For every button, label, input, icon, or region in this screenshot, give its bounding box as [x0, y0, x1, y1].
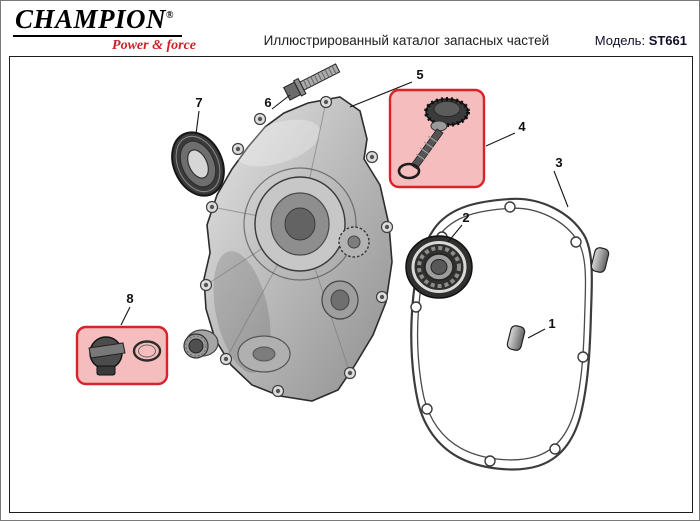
- oil-seal-icon: [171, 131, 225, 197]
- callout-6: 6: [264, 95, 271, 110]
- champion-logo: CHAMPION® Power & force: [13, 6, 218, 55]
- callout-1: 1: [548, 316, 555, 331]
- callout-5: 5: [416, 67, 423, 82]
- oil-fill-boss-icon: [183, 329, 219, 359]
- page-header: CHAMPION® Power & force Иллюстрированный…: [13, 3, 687, 55]
- dowel-pin-icon: [506, 247, 610, 351]
- callout-8: 8: [126, 291, 133, 306]
- sealing-washer-icon: [132, 340, 162, 362]
- callout-4: 4: [518, 119, 526, 134]
- brand-wordmark: CHAMPION®: [13, 4, 183, 37]
- diagram-frame: 1 2 3 4 5 6 7 8: [9, 56, 693, 513]
- brand-name: CHAMPION: [15, 4, 167, 34]
- model-label: Модель: ST661: [595, 33, 687, 55]
- crankcase-cover-icon: [183, 95, 394, 402]
- highlight-box-dipstick: [388, 88, 486, 189]
- brand-slogan: Power & force: [112, 38, 196, 53]
- callout-2: 2: [462, 210, 469, 225]
- callout-3: 3: [555, 155, 562, 170]
- exploded-view-diagram: 1 2 3 4 5 6 7 8: [75, 63, 610, 471]
- highlight-box-drain-plug: [75, 325, 169, 386]
- flange-bolt-icon: [282, 63, 341, 101]
- model-value: ST661: [648, 33, 687, 48]
- model-caption: Модель:: [594, 33, 646, 48]
- registered-trademark-icon: ®: [166, 10, 175, 21]
- page-title: Иллюстрированный каталог запасных частей: [263, 33, 550, 48]
- callout-7: 7: [195, 95, 202, 110]
- ball-bearing-icon: [405, 235, 473, 299]
- o-ring-icon: [397, 162, 421, 180]
- callout-leader-lines: [120, 81, 569, 339]
- cover-bolt-holes: [203, 99, 390, 394]
- cover-bolt-bosses: [199, 95, 394, 398]
- oil-drain-plug-icon: [88, 336, 126, 376]
- oil-dipstick-icon: [397, 97, 470, 180]
